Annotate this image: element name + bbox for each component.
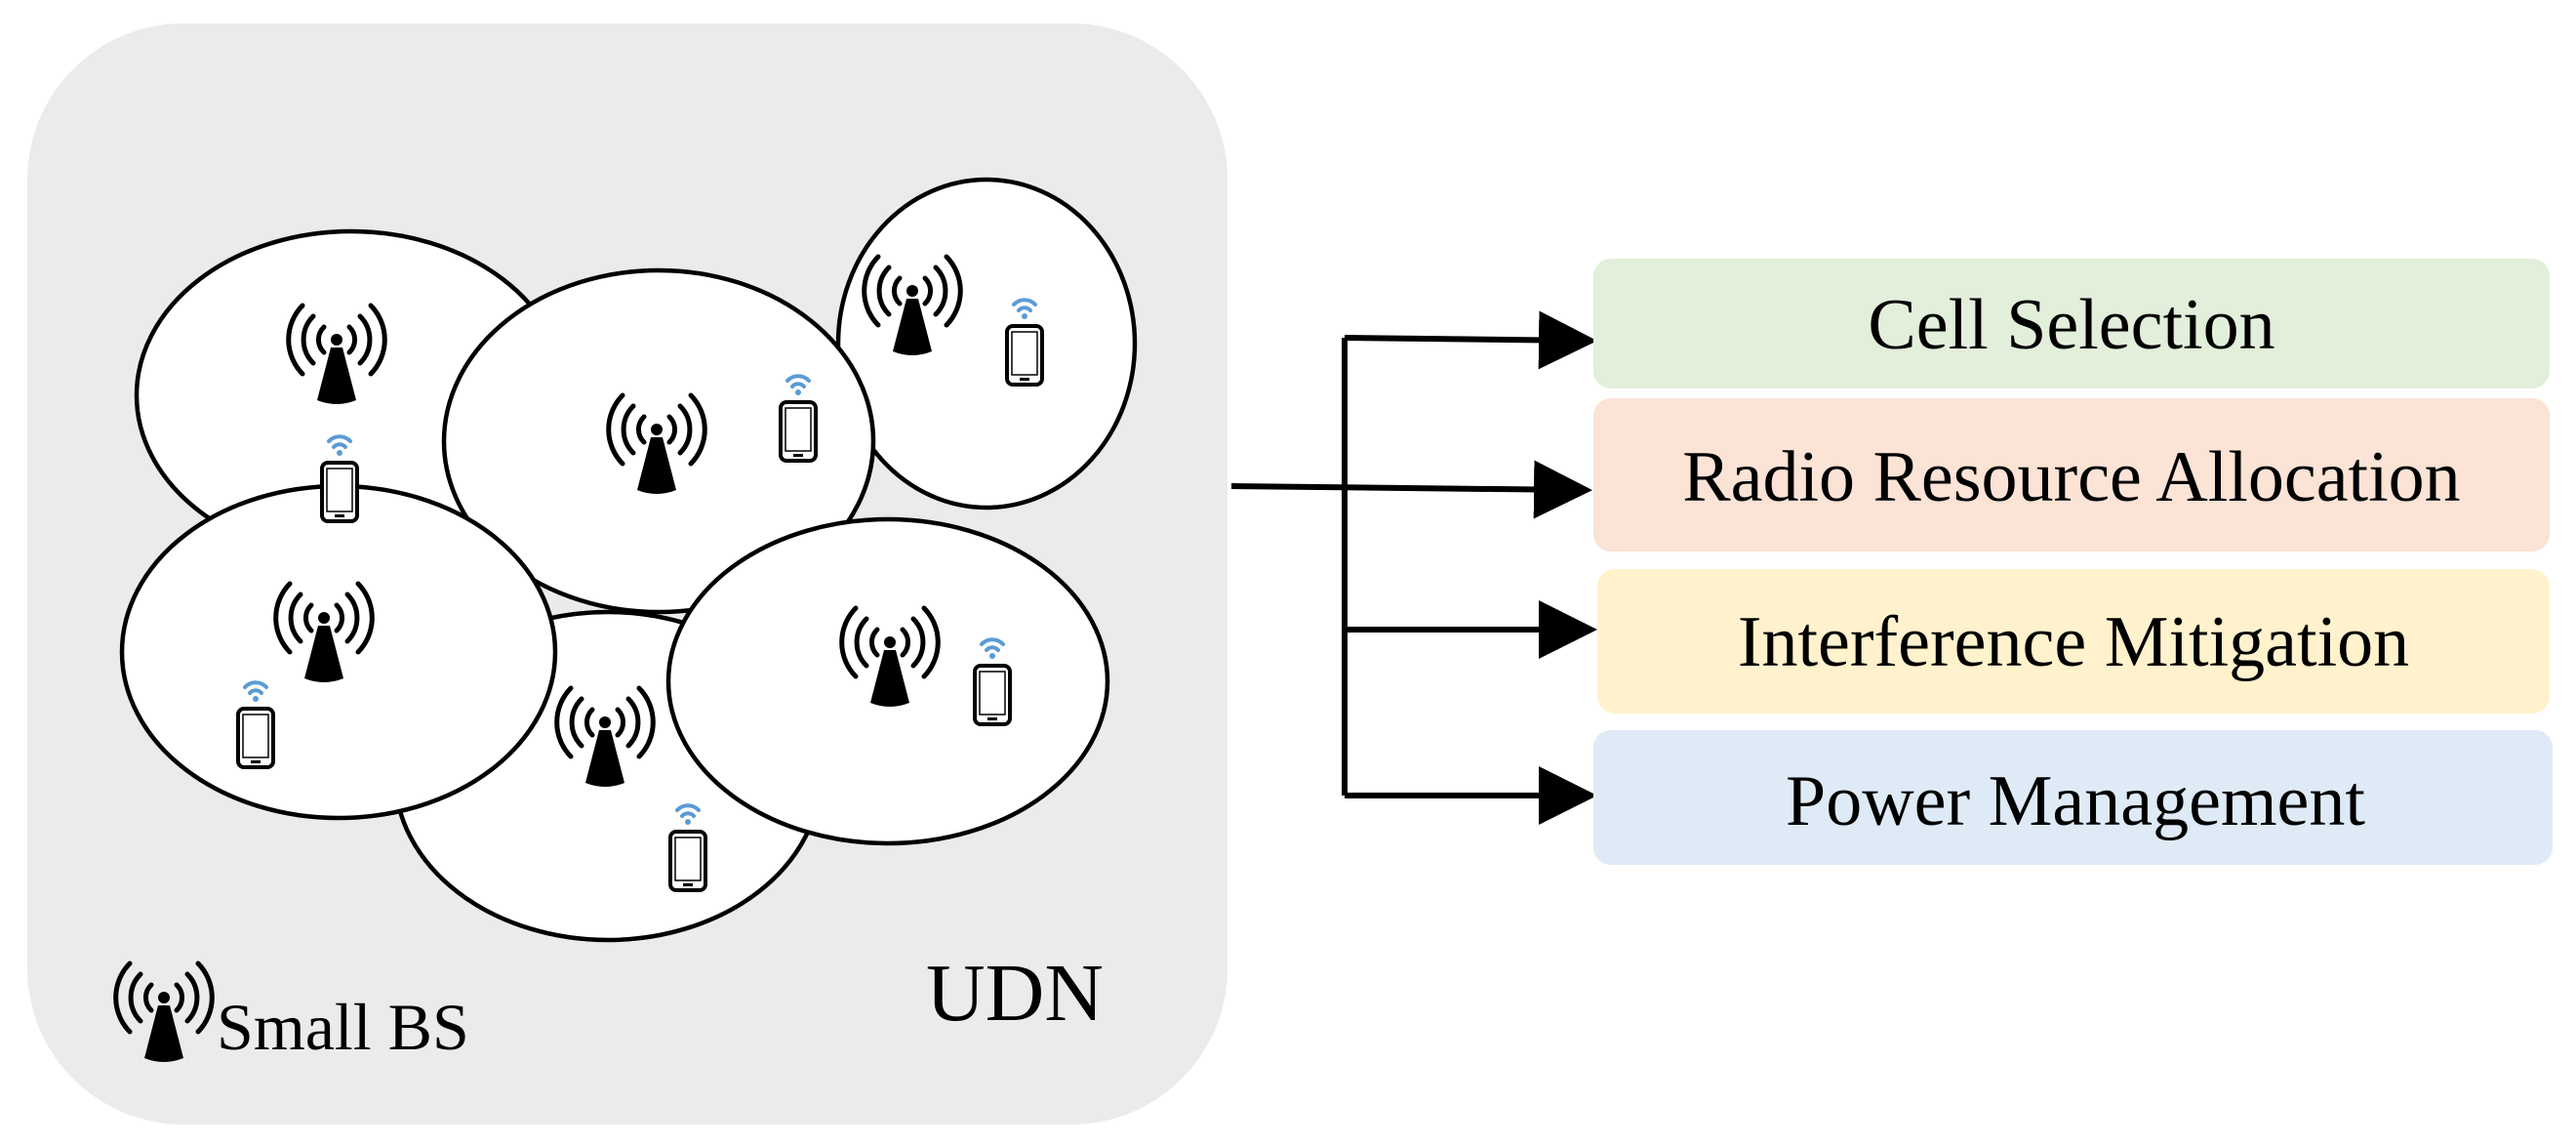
function-label: Interference Mitigation (1738, 602, 2409, 682)
legend-label: Small BS (217, 990, 469, 1064)
function-box-radio-resource-allocation: Radio Resource Allocation (1593, 398, 2550, 552)
function-label: Radio Resource Allocation (1682, 437, 2460, 517)
function-box-power-management: Power Management (1593, 730, 2553, 865)
function-box-cell-selection: Cell Selection (1593, 259, 2550, 388)
cell-ellipse (119, 483, 558, 821)
function-box-interference-mitigation: Interference Mitigation (1597, 569, 2550, 714)
function-box-bg (1593, 730, 2553, 865)
function-label: Cell Selection (1868, 285, 2274, 365)
function-box-bg (1593, 398, 2550, 552)
function-label: Power Management (1786, 761, 2365, 841)
function-box-bg (1593, 259, 2550, 388)
cell-ellipse (835, 177, 1138, 511)
function-box-bg (1597, 569, 2550, 714)
udn-label: UDN (926, 948, 1104, 1039)
main-arrow (1230, 460, 1592, 519)
arrow-to-cell-selection (1344, 310, 1597, 370)
